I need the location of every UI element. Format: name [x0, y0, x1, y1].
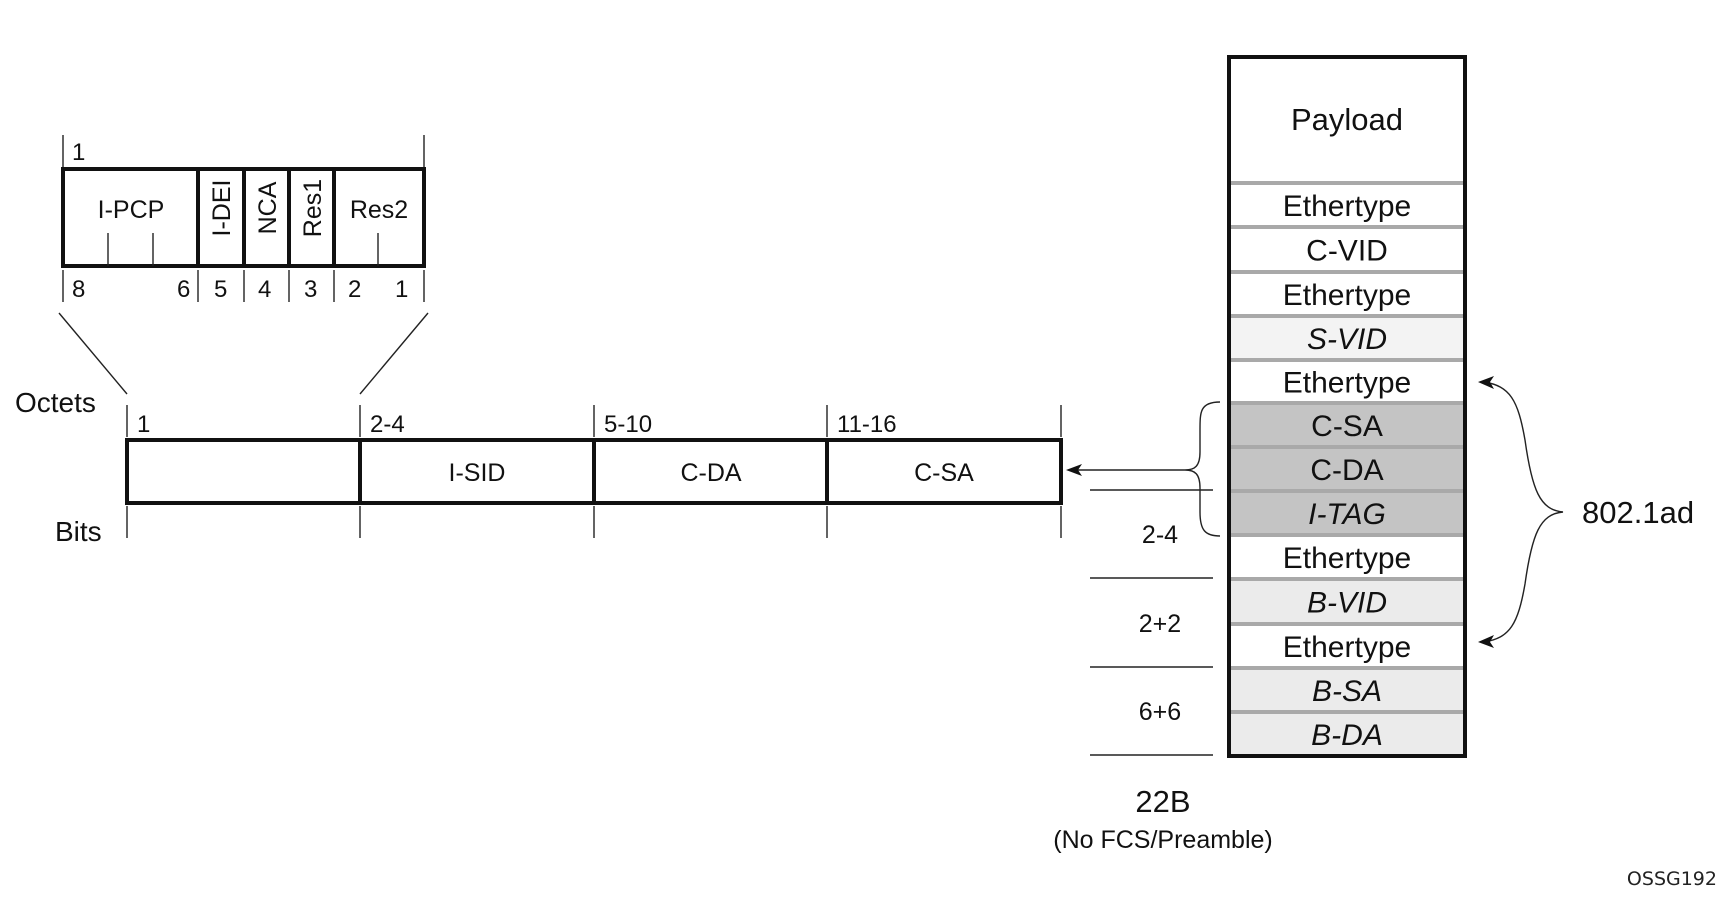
- bits-axis-label: Bits: [55, 516, 102, 547]
- itag-field-c-da: C-DA: [680, 459, 741, 487]
- bit-number: 6: [177, 276, 190, 303]
- stack-frame: [1227, 55, 1467, 758]
- itag-field-i-sid: I-SID: [449, 459, 506, 487]
- brace-label: 802.1ad: [1582, 495, 1694, 530]
- octet-range-label: 2-4: [370, 411, 405, 438]
- bit-field-box: 1 I-PCP I-DEI NCA Res1 Res2 8 6 5 4 3 2 …: [61, 135, 426, 303]
- stack-row-label: B-VID: [1307, 587, 1387, 620]
- stack-row-label: B-SA: [1312, 675, 1382, 708]
- stack-row-label: Ethertype: [1283, 542, 1411, 575]
- stack-row: [1229, 227, 1465, 272]
- field-i-dei: I-DEI: [208, 180, 236, 237]
- itag-field-c-sa: C-SA: [914, 459, 974, 487]
- stack-row: [1229, 360, 1465, 403]
- bit-number: 5: [214, 276, 227, 303]
- stack-row: [1229, 712, 1465, 756]
- stack-row: [1229, 183, 1465, 227]
- field-i-pcp: I-PCP: [98, 196, 165, 224]
- bit-number: 4: [258, 276, 271, 303]
- length-label: 2-4: [1142, 521, 1178, 549]
- stack-row-label: Payload: [1291, 102, 1403, 137]
- stack-row-label: Ethertype: [1283, 279, 1411, 312]
- itag-frame: Octets Bits 1 2-4 5-10 11-16 I-SID C-DA …: [15, 387, 1063, 547]
- stack-row: [1229, 316, 1465, 360]
- octet-range-label: 5-10: [604, 411, 652, 438]
- octet-range-label: 11-16: [837, 411, 897, 438]
- stack-row-label: C-DA: [1310, 454, 1383, 487]
- itag-brace: [1184, 401, 1221, 537]
- frame-stack: PayloadEthertypeC-VIDEthertypeS-VIDEther…: [1227, 55, 1467, 758]
- length-label: 2+2: [1139, 610, 1181, 638]
- octets-axis-label: Octets: [15, 387, 96, 418]
- arrow-head-icon: [1066, 464, 1082, 476]
- zoom-line-left: [58, 312, 128, 395]
- stack-row: [1229, 491, 1465, 535]
- total-length-note: (No FCS/Preamble): [1053, 826, 1273, 854]
- bit-number-ticks: [62, 270, 425, 302]
- field-nca: NCA: [254, 181, 282, 234]
- stack-row-label: I-TAG: [1308, 498, 1386, 531]
- bit-number: 2: [348, 276, 361, 303]
- stack-row-label: Ethertype: [1283, 367, 1411, 400]
- stack-row: [1229, 535, 1465, 579]
- stack-row: [1229, 57, 1465, 183]
- field-res1: Res1: [299, 179, 327, 237]
- arrow-head-icon: [1478, 376, 1494, 389]
- stack-row: [1229, 579, 1465, 624]
- stack-row-label: C-SA: [1311, 410, 1383, 443]
- stack-row-label: S-VID: [1307, 323, 1387, 356]
- total-length: 22B: [1135, 784, 1190, 819]
- octet-number-label: 1: [72, 139, 85, 166]
- octet-range-label: 1: [137, 411, 150, 438]
- bit-number: 1: [395, 276, 408, 303]
- stack-row: [1229, 403, 1465, 447]
- arrow-head-icon: [1478, 635, 1494, 648]
- bit-number: 3: [304, 276, 317, 303]
- stack-row-label: C-VID: [1306, 235, 1388, 268]
- length-column: 2-4 2+2 6+6 22B (No FCS/Preamble): [1053, 489, 1273, 854]
- ad-brace: [1483, 381, 1564, 643]
- stack-row-label: Ethertype: [1283, 631, 1411, 664]
- figure-id: OSSG192: [1627, 868, 1717, 890]
- stack-row: [1229, 272, 1465, 316]
- zoom-line-right: [359, 312, 429, 395]
- ad-brace-group: 802.1ad: [1478, 376, 1694, 648]
- stack-row-label: Ethertype: [1283, 190, 1411, 223]
- stack-row-label: B-DA: [1311, 719, 1383, 752]
- stack-row: [1229, 668, 1465, 712]
- stack-row: [1229, 624, 1465, 668]
- stack-row: [1229, 447, 1465, 491]
- field-res2: Res2: [350, 196, 408, 224]
- length-label: 6+6: [1139, 698, 1181, 726]
- bit-number: 8: [72, 276, 85, 303]
